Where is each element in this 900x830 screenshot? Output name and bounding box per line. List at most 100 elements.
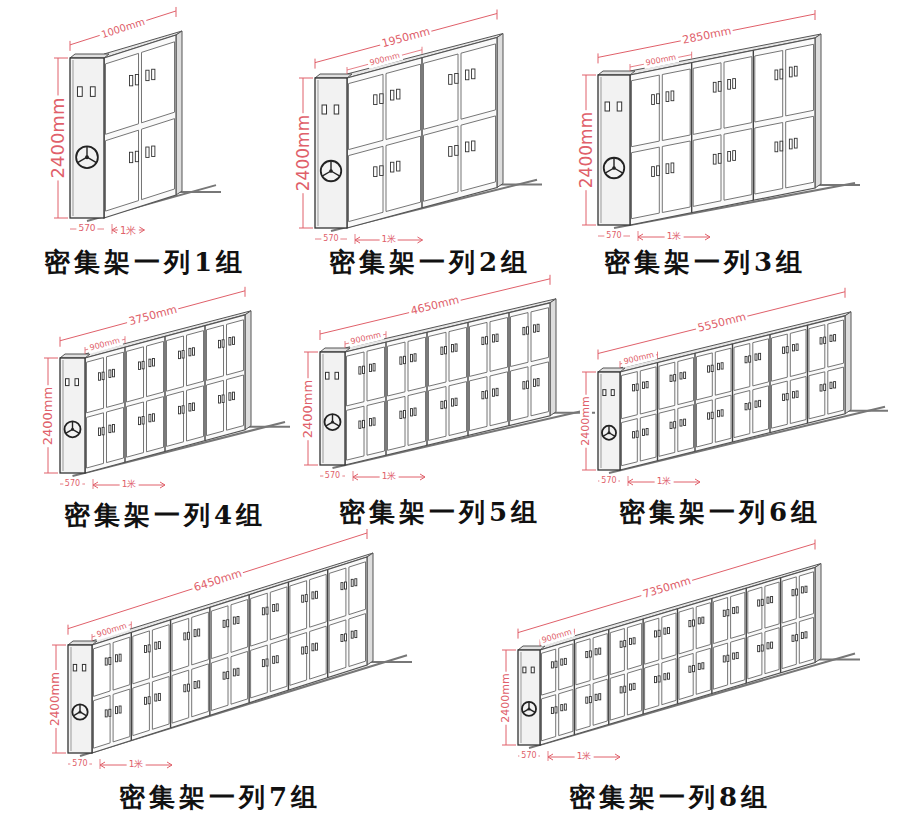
depth-dimension: 570 (519, 752, 538, 761)
dimension-arrow (139, 227, 144, 233)
cabinet-door (251, 645, 268, 698)
door-handle (834, 382, 836, 388)
cabinet-door (449, 382, 467, 436)
dimension-tick (347, 67, 348, 74)
door-handle (805, 632, 807, 638)
door-handle (148, 645, 150, 652)
dimension-tick (176, 7, 177, 17)
wheel-hub (612, 166, 616, 170)
door-handle (189, 404, 191, 411)
depth-dimension: 570 (323, 472, 342, 481)
cabinet-door (270, 587, 287, 640)
dimension-tick (548, 751, 549, 761)
door-handle (472, 69, 475, 79)
dimension-tick (502, 650, 516, 651)
door-handle (233, 392, 235, 399)
height-dimension: 2400mm (301, 377, 315, 439)
door-handle (362, 366, 364, 373)
door-handle (721, 363, 723, 369)
door-handle (441, 401, 443, 408)
hand-wheel (325, 414, 341, 430)
cabinet-door (367, 401, 385, 455)
cabinet-door (172, 670, 189, 723)
figure-caption: 密集架一列7组 (119, 783, 321, 812)
cabinet-door (94, 695, 111, 748)
cabinet-door (622, 419, 638, 466)
cabinet-door (659, 362, 675, 409)
door-handle (351, 579, 353, 586)
door-handle (222, 395, 224, 402)
door-handle (116, 655, 118, 662)
height-dimension: 2400mm (294, 113, 313, 193)
cabinet-door (329, 568, 346, 621)
door-handle (145, 645, 147, 652)
door-handle (135, 151, 138, 161)
door-handle (227, 620, 229, 627)
cabinet-door (645, 664, 659, 710)
cabinet-door (786, 44, 814, 116)
cabinet-door (94, 644, 111, 697)
door-handle (142, 417, 144, 424)
figure-caption: 密集架一列2组 (329, 248, 531, 277)
cabinet-door (790, 377, 806, 424)
group-divider (327, 570, 328, 678)
cabinet-door (367, 347, 385, 401)
wheel-hub (71, 428, 74, 431)
cabinet-door (207, 325, 224, 380)
door-handle (523, 382, 525, 389)
group-width-dimension: 900mm (367, 51, 403, 69)
door-handle (564, 704, 566, 710)
door-handle (102, 372, 104, 379)
door-handle (755, 354, 757, 360)
dimension-tick (386, 331, 387, 338)
door-handle (130, 152, 133, 162)
door-handle (723, 610, 725, 616)
depth-dimension: 570 (321, 235, 340, 244)
door-handle (643, 382, 645, 388)
cabinet-door (679, 653, 693, 699)
dimension-line (598, 292, 845, 354)
cabinet-door (270, 639, 287, 692)
door-handle (537, 378, 539, 385)
door-handle (718, 410, 720, 416)
group-divider (131, 632, 132, 740)
group-divider (574, 640, 575, 735)
cabinet-door (408, 391, 426, 445)
hand-wheel (72, 704, 87, 719)
hand-wheel (604, 158, 624, 178)
figure-caption: 密集架一列5组 (339, 498, 541, 527)
cabinet-door (662, 69, 690, 141)
dimension-tick (112, 224, 113, 234)
door-handle (341, 583, 343, 590)
door-handle (830, 335, 832, 341)
dimension-tick (582, 75, 596, 76)
door-handle (551, 662, 553, 668)
door-handle (633, 683, 635, 689)
cabinet-door (697, 400, 713, 447)
panel-edge (73, 60, 74, 216)
dimension-line (347, 50, 422, 70)
dimension-line (320, 279, 550, 334)
dimension-tick (245, 287, 246, 297)
door-handle (728, 79, 731, 89)
cabinet-door (461, 44, 496, 119)
door-handle (801, 632, 803, 638)
length-dimension: 5550mm (694, 310, 749, 335)
cabinet-door (693, 135, 721, 207)
door-handle (345, 634, 347, 641)
dimension-tick (582, 372, 596, 373)
floor-rail (367, 661, 412, 663)
door-handle (492, 389, 494, 396)
cabinet-door (470, 377, 488, 431)
door-handle (711, 412, 713, 418)
shelf-body (345, 303, 550, 465)
door-handle (713, 154, 716, 164)
door-handle (684, 372, 686, 378)
panel-handle (334, 105, 338, 114)
door-handle (266, 607, 268, 614)
door-handle (733, 79, 736, 89)
cabinet-door (386, 136, 421, 211)
cabinet-door (470, 322, 488, 376)
dimension-tick (620, 361, 621, 368)
door-handle (723, 656, 725, 662)
